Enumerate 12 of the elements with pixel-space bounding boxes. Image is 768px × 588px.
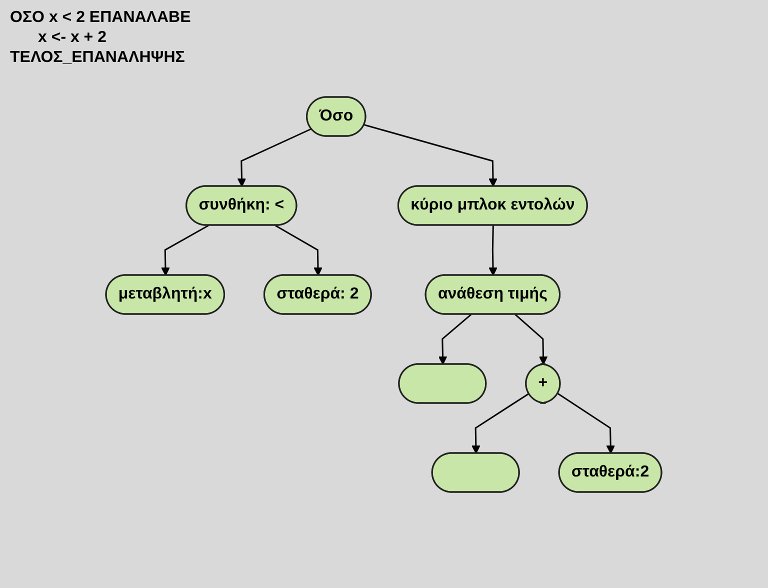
arrow bbox=[161, 224, 210, 276]
arrow bbox=[364, 124, 498, 186]
code-line: ΟΣΟ x < 2 ΕΠΑΝΑΛΑΒΕ bbox=[10, 8, 191, 28]
arrow bbox=[558, 392, 616, 454]
arrow bbox=[514, 313, 548, 364]
code-line: x <- x + 2 bbox=[37, 28, 108, 48]
arrow bbox=[238, 128, 312, 186]
code-line: ΤΕΛΟΣ_ΕΠΑΝΑΛΗΨΗΣ bbox=[10, 48, 186, 68]
arrow bbox=[488, 224, 498, 276]
arrow bbox=[472, 392, 530, 454]
arrow bbox=[438, 313, 472, 364]
arrow bbox=[275, 224, 323, 276]
